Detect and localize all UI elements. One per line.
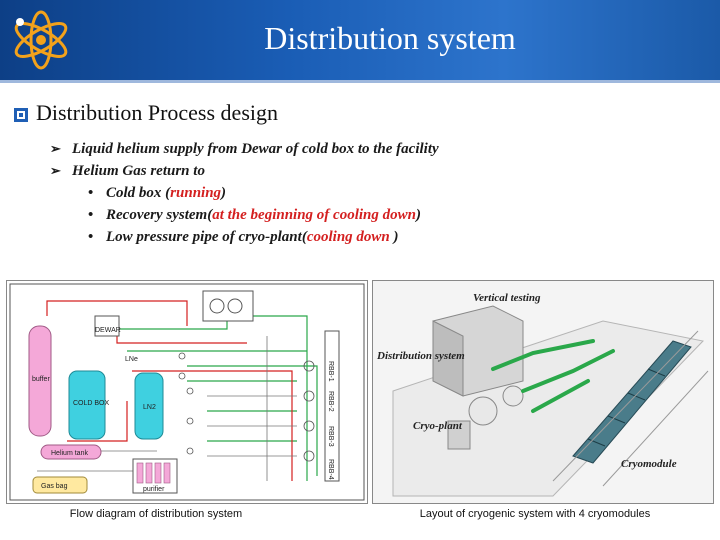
ln2-label: LN2	[143, 404, 156, 411]
buffer-tank	[28, 325, 52, 437]
sub-bullet-text: )	[416, 207, 421, 223]
sub-bullet-text: )	[221, 185, 227, 201]
flow-diagram-svg: buffer DEWAR COLD BOX LN2 LNe RBB-1 RBB-…	[9, 283, 365, 501]
gas-bag-label: Gas bag	[41, 483, 68, 490]
lne-label: LNe	[125, 356, 138, 363]
module-4-label: RBB-4	[327, 459, 334, 480]
module-rack	[324, 330, 340, 482]
cold-box-label: COLD BOX	[73, 400, 110, 407]
gas-bag	[32, 476, 88, 494]
section-heading: Distribution Process design	[14, 100, 278, 126]
cryomodule-label: Cryomodule	[621, 458, 677, 470]
sub-bullet-highlight: at the beginning of cooling down	[212, 207, 416, 223]
valve-icon	[227, 298, 243, 314]
flow-diagram-caption: Flow diagram of distribution system	[69, 508, 243, 520]
atom-logo-icon	[14, 10, 68, 70]
section-heading-text: Distribution Process design	[36, 100, 278, 125]
valve-icon	[209, 298, 225, 314]
purifier-label: purifier	[143, 486, 165, 493]
bullet-list: Liquid helium supply from Dewar of cold …	[50, 138, 439, 248]
layout-caption: Layout of cryogenic system with 4 cryomo…	[419, 508, 651, 520]
cold-box-tank	[68, 370, 106, 440]
cryo-plant-label: Cryo-plant	[413, 420, 463, 432]
module-1-label: RBB-1	[327, 361, 334, 382]
cryo-tank	[502, 385, 524, 407]
layout-svg: Vertical testing Distribution system Cry…	[373, 281, 713, 503]
header-bar: Distribution system	[0, 0, 720, 80]
sub-bullet-text: Cold box (	[106, 185, 171, 201]
dewar	[94, 315, 120, 337]
module-2-label: RBB-2	[327, 391, 334, 412]
bullet-item: Liquid helium supply from Dewar of cold …	[50, 138, 439, 160]
dewar-label: DEWAR	[95, 327, 121, 334]
flow-diagram-figure: buffer DEWAR COLD BOX LN2 LNe RBB-1 RBB-…	[6, 280, 368, 504]
sub-bullet-item: Cold box (running)	[50, 182, 439, 204]
buffer-label: buffer	[32, 376, 50, 383]
sub-bullet-highlight: running	[170, 185, 222, 201]
ln2-tank	[134, 372, 164, 440]
distribution-system-label: Distribution system	[376, 350, 465, 362]
helium-tank	[40, 444, 102, 460]
sub-bullet-item: Recovery system(at the beginning of cool…	[50, 204, 439, 226]
sub-bullet-text: )	[389, 229, 399, 245]
vertical-testing-label: Vertical testing	[473, 292, 541, 304]
sub-bullet-highlight: cooling down	[306, 229, 390, 245]
cryo-tank	[468, 396, 498, 426]
sub-bullet-text: Recovery system(	[106, 207, 213, 223]
slide-title: Distribution system	[264, 20, 516, 56]
header-divider	[0, 80, 720, 83]
cryomodule-row	[572, 340, 692, 464]
sub-bullet-item: Low pressure pipe of cryo-plant(cooling …	[50, 226, 439, 248]
module-3-label: RBB-3	[327, 426, 334, 447]
layout-figure: Vertical testing Distribution system Cry…	[372, 280, 714, 504]
checkbox-bullet-icon	[14, 108, 28, 122]
sub-bullet-text: Low pressure pipe of cryo-plant(	[106, 229, 307, 245]
bullet-item: Helium Gas return to	[50, 160, 439, 182]
helium-tank-label: Helium tank	[51, 450, 88, 457]
